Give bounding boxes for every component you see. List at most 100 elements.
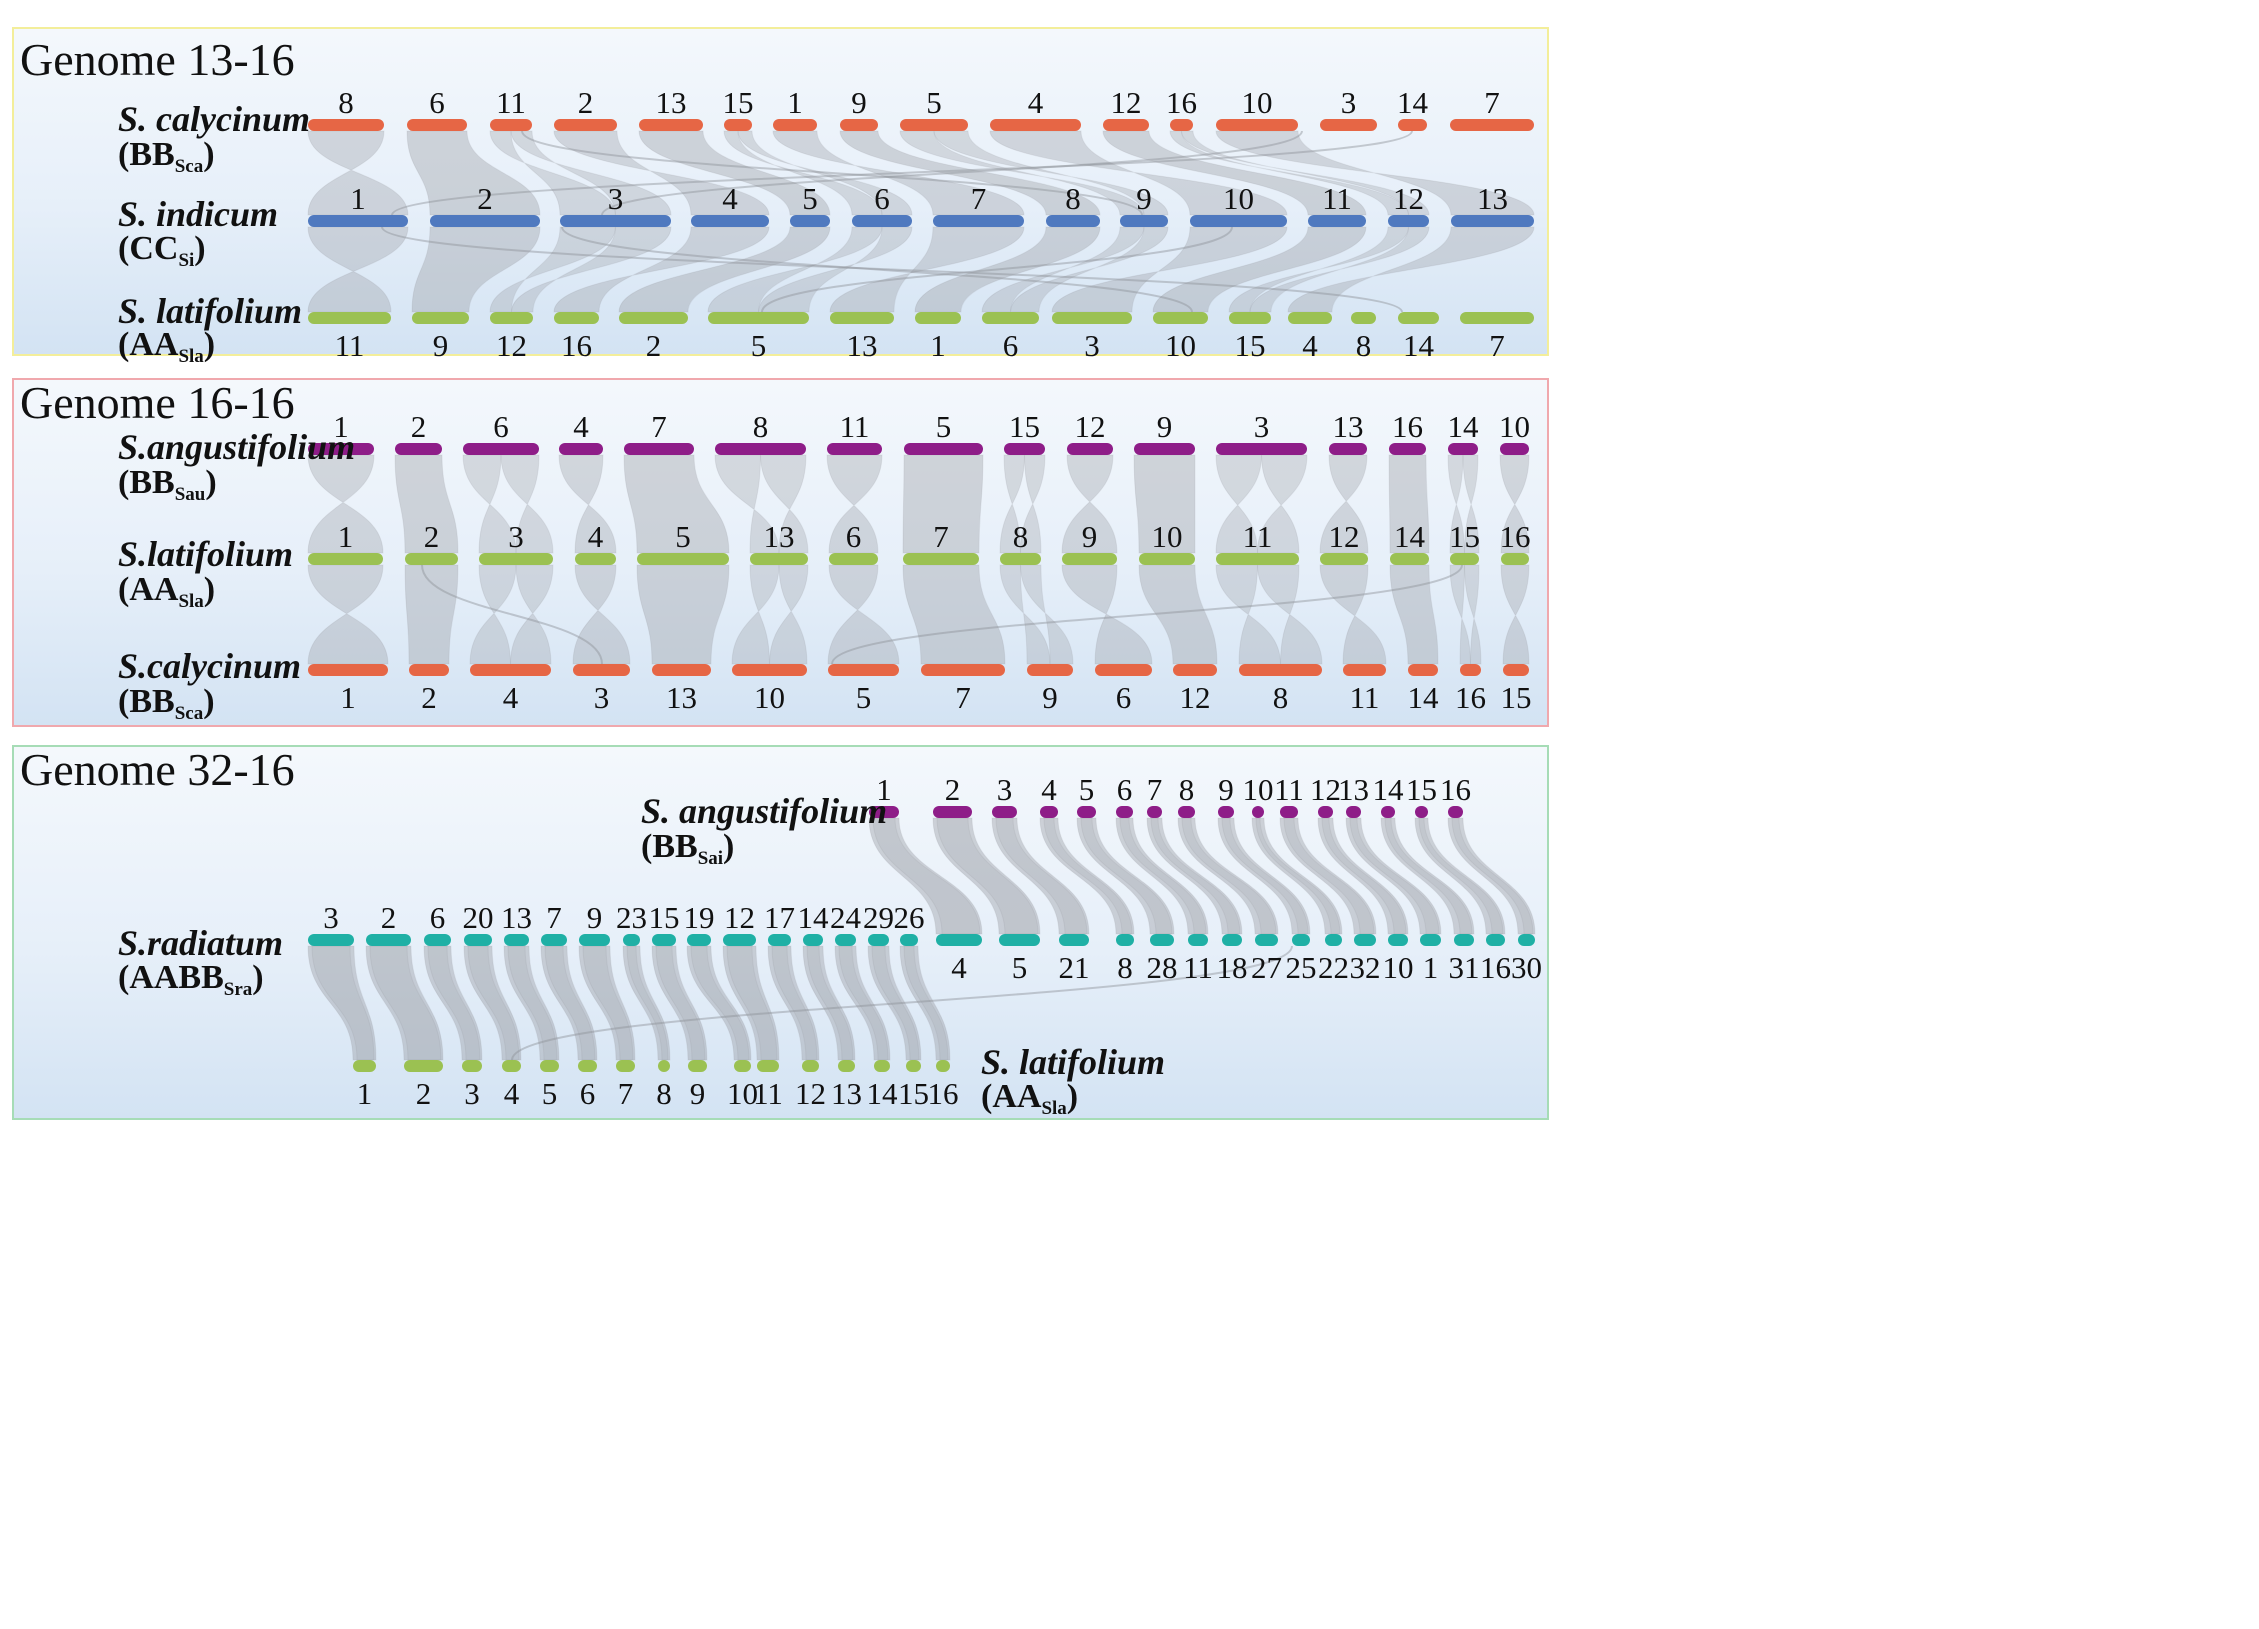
chromosome-label: 6 bbox=[1116, 680, 1132, 715]
synteny-ribbon bbox=[1389, 564, 1439, 665]
chromosome-label: 11 bbox=[1274, 772, 1304, 807]
chromosome-bar-15 bbox=[724, 119, 752, 131]
chromosome-label: 15 bbox=[723, 85, 754, 120]
synteny-ribbon bbox=[1051, 226, 1288, 313]
chromosome-bar-7 bbox=[921, 664, 1005, 676]
chromosome-label: 1 bbox=[333, 409, 349, 444]
synteny-ribbon bbox=[839, 130, 1101, 216]
chromosome-bar-10 bbox=[1252, 806, 1264, 818]
synteny-ribbon bbox=[690, 945, 750, 1061]
chromosome-label: 31 bbox=[1449, 950, 1480, 985]
chromosome-label: 14 bbox=[867, 1076, 899, 1111]
synteny-ribbon bbox=[1388, 454, 1430, 554]
chromosome-bar-17 bbox=[768, 934, 791, 946]
chromosome-bar-22 bbox=[1325, 934, 1342, 946]
chromosome-label: 2 bbox=[646, 328, 662, 358]
synteny-ribbon bbox=[655, 945, 706, 1061]
chromosome-bar-4 bbox=[502, 1060, 521, 1072]
chromosome-bar-3 bbox=[479, 553, 553, 565]
chromosome-label: 13 bbox=[831, 1076, 862, 1111]
chromosome-bar-10 bbox=[1139, 553, 1195, 565]
synteny-ribbon bbox=[1115, 817, 1209, 935]
chromosome-label: 19 bbox=[684, 900, 715, 935]
species-name-calycinum: S.calycinum bbox=[118, 646, 302, 686]
chromosome-bar-30 bbox=[1518, 934, 1535, 946]
synteny-link bbox=[381, 226, 1403, 313]
chromosome-bar-1 bbox=[869, 806, 899, 818]
chromosome-label: 1 bbox=[340, 680, 356, 715]
chromosome-bar-1 bbox=[1420, 934, 1441, 946]
chromosome-label: 11 bbox=[1183, 950, 1213, 985]
chromosome-bar-13 bbox=[1451, 215, 1534, 227]
synteny-ribbon bbox=[989, 130, 1288, 216]
chromosome-bar-5 bbox=[1077, 806, 1096, 818]
chromosome-label: 6 bbox=[580, 1076, 596, 1111]
synteny-ribbon bbox=[936, 817, 1039, 935]
chromosome-bar-10 bbox=[1388, 934, 1408, 946]
synteny-ribbon bbox=[1319, 564, 1387, 665]
synteny-ribbon bbox=[544, 945, 596, 1061]
synteny-ribbon bbox=[365, 945, 444, 1061]
chromosome-bar-2 bbox=[430, 215, 540, 227]
chromosome-bar-2 bbox=[395, 443, 442, 455]
chromosome-label: 29 bbox=[863, 900, 894, 935]
chromosome-label: 10 bbox=[1165, 328, 1196, 358]
chromosome-label: 5 bbox=[751, 328, 767, 358]
chromosome-label: 2 bbox=[945, 772, 961, 807]
chromosome-label: 14 bbox=[1448, 409, 1480, 444]
chromosome-label: 9 bbox=[1136, 181, 1152, 216]
chromosome-bar-13 bbox=[830, 312, 894, 324]
synteny-ribbon bbox=[991, 817, 1090, 935]
chromosome-bar-3 bbox=[1216, 443, 1307, 455]
synteny-ribbon bbox=[572, 564, 631, 665]
chromosome-label: 11 bbox=[1322, 181, 1352, 216]
chromosome-label: 1 bbox=[338, 519, 354, 554]
synteny-ribbon bbox=[872, 817, 981, 935]
chromosome-bar-4 bbox=[936, 934, 982, 946]
chromosome-label: 18 bbox=[1217, 950, 1248, 985]
synteny-ribbon bbox=[1449, 564, 1472, 665]
chromosome-bar-16 bbox=[1460, 664, 1481, 676]
chromosome-label: 7 bbox=[955, 680, 971, 715]
synteny-ribbon bbox=[618, 226, 831, 313]
chromosome-bar-16 bbox=[1486, 934, 1505, 946]
species-name-calycinum: S. calycinum bbox=[118, 99, 311, 139]
chromosome-label: 11 bbox=[496, 85, 526, 120]
chromosome-bar-2 bbox=[409, 664, 449, 676]
synteny-ribbon bbox=[553, 226, 770, 313]
chromosome-label: 15 bbox=[1501, 680, 1532, 715]
synteny-ribbon bbox=[411, 226, 541, 313]
chromosome-bar-5 bbox=[999, 934, 1040, 946]
chromosome-bar-10 bbox=[1216, 119, 1298, 131]
synteny-ribbon bbox=[1249, 226, 1430, 313]
chromosome-bar-7 bbox=[1460, 312, 1534, 324]
genome-code-bbsau: (BBSau) bbox=[118, 464, 217, 505]
synteny-ribbon bbox=[999, 454, 1026, 554]
chromosome-label: 9 bbox=[1157, 409, 1173, 444]
chromosome-label: 14 bbox=[1373, 772, 1405, 807]
synteny-ribbon bbox=[731, 564, 780, 665]
chromosome-bar-8 bbox=[658, 1060, 670, 1072]
chromosome-label: 15 bbox=[649, 900, 680, 935]
genome-code-bbsca: (BBSca) bbox=[118, 683, 215, 724]
chromosome-label: 4 bbox=[1028, 85, 1044, 120]
synteny-ribbon bbox=[1119, 817, 1207, 935]
chromosome-label: 3 bbox=[1254, 409, 1270, 444]
chromosome-bar-4 bbox=[691, 215, 769, 227]
chromosome-label: 12 bbox=[1075, 409, 1106, 444]
chromosome-label: 8 bbox=[1356, 328, 1372, 358]
chromosome-label: 7 bbox=[1489, 328, 1505, 358]
chromosome-label: 8 bbox=[338, 85, 354, 120]
chromosome-bar-5 bbox=[828, 664, 899, 676]
chromosome-label: 12 bbox=[1111, 85, 1142, 120]
synteny-ribbon bbox=[827, 564, 900, 665]
synteny-ribbon bbox=[1414, 817, 1506, 935]
chromosome-label: 4 bbox=[1302, 328, 1318, 358]
chromosome-bar-15 bbox=[1415, 806, 1428, 818]
chromosome-bar-12 bbox=[1388, 215, 1429, 227]
chromosome-label: 16 bbox=[1166, 85, 1197, 120]
species-name-radiatum: S.radiatum bbox=[118, 923, 284, 963]
chromosome-bar-7 bbox=[541, 934, 567, 946]
synteny-ribbon bbox=[903, 945, 949, 1061]
